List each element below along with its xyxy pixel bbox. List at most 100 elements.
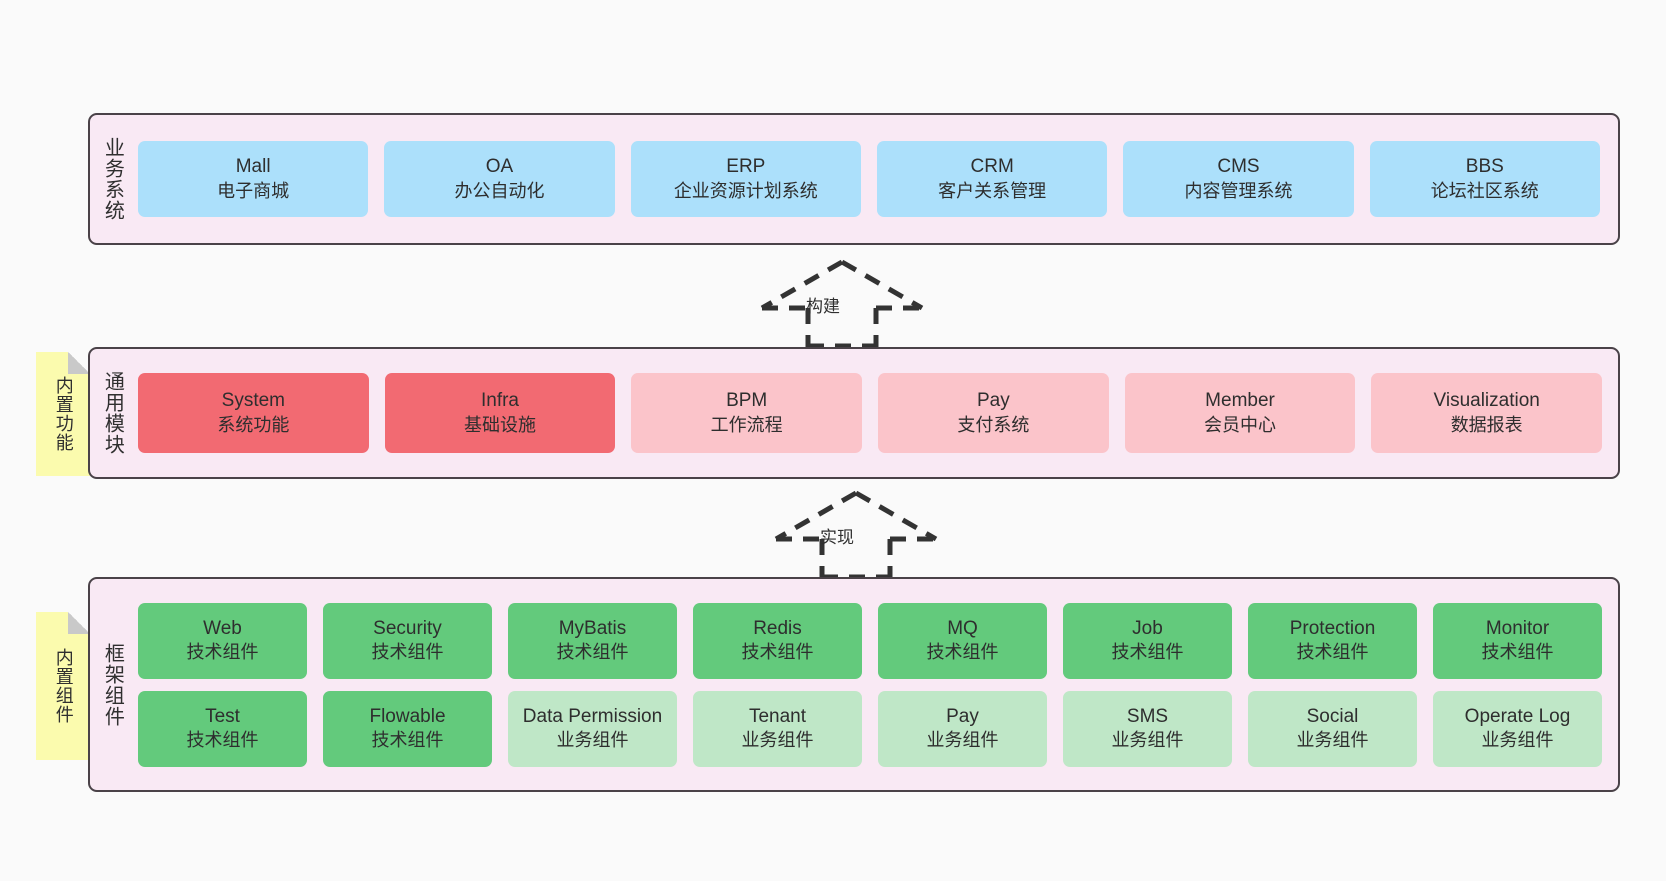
module-card-redis[interactable]: Redis 技术组件 — [693, 602, 862, 679]
module-card-pay[interactable]: Pay 支付系统 — [878, 373, 1109, 453]
module-card-title: Pay — [946, 705, 979, 727]
layer-row: Web 技术组件 Security 技术组件 MyBatis 技术组件 Redi… — [138, 602, 1602, 679]
layer-row: Mall 电子商城 OA 办公自动化 ERP 企业资源计划系统 CRM 客户关系… — [138, 141, 1600, 217]
connector-build: 构建 — [752, 256, 932, 349]
module-card-sms[interactable]: SMS 业务组件 — [1063, 690, 1232, 767]
layer-title-framework-component: 框架组件 — [101, 642, 124, 727]
layer-body-business-system: Mall 电子商城 OA 办公自动化 ERP 企业资源计划系统 CRM 客户关系… — [134, 115, 1618, 243]
module-card-title: Web — [203, 617, 242, 639]
module-card-title: Protection — [1289, 617, 1376, 639]
module-card-monitor[interactable]: Monitor 技术组件 — [1433, 602, 1602, 679]
layer-common-module: 通用模块 System 系统功能 Infra 基础设施 BPM 工作流程 Pay… — [88, 347, 1620, 479]
module-card-operate-log[interactable]: Operate Log 业务组件 — [1433, 690, 1602, 767]
module-card-title: Visualization — [1433, 390, 1540, 412]
module-card-oa[interactable]: OA 办公自动化 — [384, 141, 615, 217]
module-card-title: CMS — [1217, 156, 1260, 178]
module-card-test[interactable]: Test 技术组件 — [138, 690, 307, 767]
sticky-note-label: 内置组件 — [53, 648, 74, 724]
module-card-title: Tenant — [748, 705, 807, 727]
module-card-subtitle: 客户关系管理 — [938, 180, 1047, 201]
module-card-subtitle: 业务组件 — [741, 730, 814, 751]
sticky-note-label: 内置功能 — [53, 376, 74, 452]
module-card-cms[interactable]: CMS 内容管理系统 — [1123, 141, 1354, 217]
module-card-subtitle: 技术组件 — [371, 642, 444, 663]
module-card-mq[interactable]: MQ 技术组件 — [878, 602, 1047, 679]
module-card-title: System — [221, 390, 286, 412]
module-card-tenant[interactable]: Tenant 业务组件 — [693, 690, 862, 767]
module-card-subtitle: 业务组件 — [926, 730, 999, 751]
module-card-title: OA — [485, 156, 514, 178]
module-card-subtitle: 办公自动化 — [454, 180, 545, 201]
module-card-title: Test — [205, 705, 240, 727]
module-card-infra[interactable]: Infra 基础设施 — [384, 373, 616, 453]
module-card-title: Job — [1132, 617, 1163, 639]
layer-body-framework-component: Web 技术组件 Security 技术组件 MyBatis 技术组件 Redi… — [134, 579, 1618, 790]
module-card-title: Monitor — [1485, 617, 1550, 639]
module-card-mybatis[interactable]: MyBatis 技术组件 — [508, 602, 677, 679]
module-card-pay-business[interactable]: Pay 业务组件 — [878, 690, 1047, 767]
module-card-bpm[interactable]: BPM 工作流程 — [631, 373, 863, 453]
module-card-visualization[interactable]: Visualization 数据报表 — [1371, 373, 1603, 453]
module-card-subtitle: 技术组件 — [371, 730, 444, 751]
module-card-system[interactable]: System 系统功能 — [138, 373, 369, 453]
module-card-subtitle: 技术组件 — [556, 642, 629, 663]
module-card-flowable[interactable]: Flowable 技术组件 — [323, 690, 492, 767]
module-card-title: Redis — [753, 617, 802, 639]
module-card-social[interactable]: Social 业务组件 — [1248, 690, 1417, 767]
module-card-subtitle: 内容管理系统 — [1184, 180, 1293, 201]
module-card-subtitle: 业务组件 — [1111, 730, 1184, 751]
sticky-note-builtin-feature: 内置功能 — [36, 352, 90, 476]
module-card-subtitle: 技术组件 — [186, 642, 259, 663]
connector-label: 实现 — [820, 528, 854, 547]
module-card-mall[interactable]: Mall 电子商城 — [138, 141, 369, 217]
module-card-bbs[interactable]: BBS 论坛社区系统 — [1369, 141, 1600, 217]
module-card-subtitle: 系统功能 — [217, 414, 290, 435]
connector-label: 构建 — [806, 297, 840, 316]
module-card-erp[interactable]: ERP 企业资源计划系统 — [630, 141, 861, 217]
module-card-subtitle: 技术组件 — [1296, 642, 1369, 663]
module-card-subtitle: 企业资源计划系统 — [673, 180, 818, 201]
module-card-title: Data Permission — [522, 705, 663, 727]
module-card-title: CRM — [970, 156, 1014, 178]
module-card-title: Mall — [235, 156, 271, 178]
module-card-title: Member — [1205, 390, 1275, 412]
module-card-title: BBS — [1465, 156, 1504, 178]
generalization-arrow-icon — [774, 490, 938, 580]
module-card-title: Infra — [480, 390, 520, 412]
module-card-subtitle: 业务组件 — [1481, 730, 1554, 751]
layer-title-common-module: 通用模块 — [101, 371, 124, 455]
module-card-title: MyBatis — [558, 617, 627, 639]
module-card-title: ERP — [726, 156, 766, 178]
layer-business-system: 业务系统 Mall 电子商城 OA 办公自动化 ERP 企业资源计划系统 CRM… — [88, 113, 1620, 245]
module-card-title: Flowable — [369, 705, 446, 727]
module-card-security[interactable]: Security 技术组件 — [323, 602, 492, 679]
module-card-crm[interactable]: CRM 客户关系管理 — [876, 141, 1108, 217]
module-card-subtitle: 电子商城 — [217, 180, 290, 201]
module-card-subtitle: 工作流程 — [710, 414, 783, 435]
generalization-arrow-icon — [760, 259, 924, 349]
module-card-title: Operate Log — [1464, 705, 1571, 727]
layer-row: System 系统功能 Infra 基础设施 BPM 工作流程 Pay 支付系统… — [138, 373, 1603, 453]
module-card-protection[interactable]: Protection 技术组件 — [1248, 602, 1417, 679]
module-card-subtitle: 论坛社区系统 — [1430, 180, 1539, 201]
module-card-subtitle: 技术组件 — [1111, 642, 1184, 663]
module-card-subtitle: 技术组件 — [741, 642, 814, 663]
module-card-job[interactable]: Job 技术组件 — [1063, 602, 1232, 679]
module-card-web[interactable]: Web 技术组件 — [138, 602, 307, 679]
connector-implement: 实现 — [766, 487, 946, 580]
module-card-subtitle: 技术组件 — [186, 730, 259, 751]
module-card-subtitle: 数据报表 — [1450, 414, 1523, 435]
sticky-note-builtin-component: 内置组件 — [36, 612, 90, 760]
module-card-subtitle: 业务组件 — [556, 730, 629, 751]
module-card-subtitle: 技术组件 — [926, 642, 999, 663]
module-card-title: MQ — [947, 617, 978, 639]
layer-body-common-module: System 系统功能 Infra 基础设施 BPM 工作流程 Pay 支付系统… — [134, 349, 1618, 477]
layer-framework-component: 框架组件 Web 技术组件 Security 技术组件 MyBatis 技术组件… — [88, 577, 1620, 792]
module-card-data-permission[interactable]: Data Permission 业务组件 — [508, 690, 677, 767]
module-card-member[interactable]: Member 会员中心 — [1124, 373, 1356, 453]
layer-row: Test 技术组件 Flowable 技术组件 Data Permission … — [138, 690, 1602, 767]
module-card-title: Social — [1306, 705, 1359, 727]
module-card-subtitle: 支付系统 — [957, 414, 1030, 435]
module-card-subtitle: 基础设施 — [464, 414, 536, 435]
layer-title-business-system: 业务系统 — [101, 137, 124, 221]
